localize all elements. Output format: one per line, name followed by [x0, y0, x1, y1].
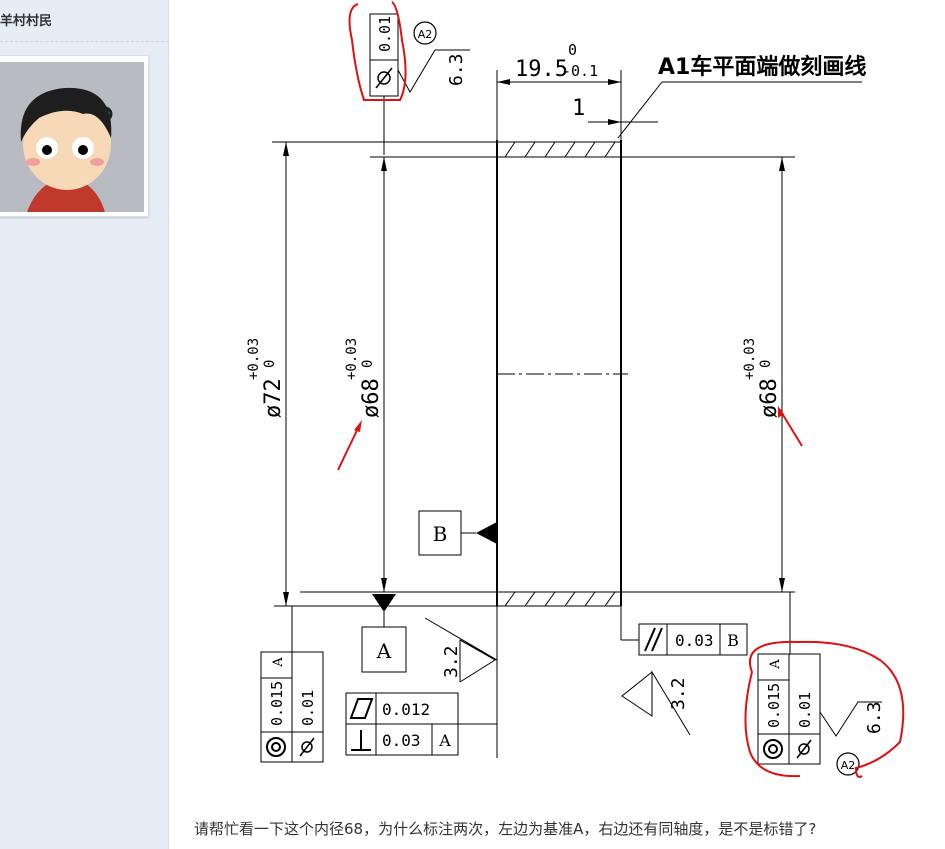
- dia-outer-tol-lower: 0: [262, 360, 278, 368]
- bl-conc-value: 0.015: [268, 681, 286, 726]
- circle-a2-top-label: A2: [418, 28, 433, 41]
- roughness-top: 6.3: [446, 53, 467, 86]
- bl-conc-datum: A: [271, 657, 286, 668]
- red-arrows: [337, 406, 803, 471]
- flatness-icon: [349, 698, 374, 719]
- datum-a-label: A: [376, 639, 392, 663]
- red-arrow-right: [779, 409, 803, 447]
- parallelism-icon: [644, 627, 663, 652]
- br-conc-datum: A: [768, 659, 783, 670]
- perp-datum: A: [438, 731, 451, 750]
- dia-inner-left-dimension: ø68 +0.03 0: [344, 157, 387, 592]
- width-nominal: 19.5: [515, 57, 568, 82]
- br-tolerance-frame: A 0.015 0.01 6.3 A2: [744, 592, 905, 778]
- width-tol-upper: 0: [568, 41, 577, 59]
- flatness-value: 0.012: [382, 700, 430, 719]
- br-conc-value: 0.015: [765, 683, 783, 728]
- avatar[interactable]: [0, 62, 144, 212]
- avatar-frame[interactable]: [0, 55, 149, 217]
- parallelism-frame: 0.03 B: [621, 623, 748, 656]
- parallel-datum: B: [727, 631, 739, 650]
- perp-value: 0.03: [382, 731, 421, 750]
- dia-outer-dimension: ø72 +0.03 0: [246, 142, 289, 606]
- width-dimension: 19.5 0 -0.1 1 A1车平面端做刻画线: [497, 41, 866, 139]
- red-annotation-br-left: [744, 671, 801, 778]
- sidebar-divider: [0, 41, 169, 42]
- circle-a2-br: [836, 752, 860, 776]
- roughness-br-symbol: [819, 701, 882, 737]
- cylindricity-icon: [796, 739, 812, 759]
- post-question: 请帮忙看一下这个内径68，为什么标注两次，左边为基准A，右边还有同轴度，是不是标…: [194, 820, 817, 838]
- dia-outer-tol-upper: +0.03: [246, 338, 262, 380]
- circle-a2-br-label: A2: [841, 759, 856, 772]
- dia-outer: ø72: [261, 378, 286, 418]
- dia-inner-right-tol-upper: +0.03: [742, 338, 758, 380]
- engineering-drawing: 19.5 0 -0.1 1 A1车平面端做刻画线 ø72 +0.03 0 ø68…: [246, 1, 905, 778]
- top-frame-value: 0.01: [376, 16, 394, 52]
- perpendicular-icon: [351, 730, 371, 751]
- dia-inner-right-dimension: ø68 +0.03 0: [742, 157, 785, 592]
- roughness-right: 3.2: [668, 677, 689, 710]
- part-section: [496, 140, 628, 607]
- red-annotation-top: [348, 1, 407, 101]
- bl-cyl-value: 0.01: [299, 690, 317, 726]
- top-callout: A1车平面端做刻画线: [658, 54, 866, 80]
- datum-a: A: [361, 594, 407, 673]
- dia-inner-left: ø68: [359, 378, 384, 418]
- dia-inner-right: ø68: [757, 378, 782, 418]
- concentricity-icon: [266, 737, 286, 757]
- roughness-left-symbol: 3.2: [424, 617, 498, 683]
- roughness-left: 3.2: [441, 645, 462, 678]
- user-sidebar: 羊村村民: [0, 0, 169, 849]
- dia-inner-right-tol-lower: 0: [758, 360, 774, 368]
- br-cyl-value: 0.01: [796, 692, 814, 728]
- roughness-top-symbol: [397, 49, 470, 94]
- red-annotation-br-loop: [749, 640, 905, 778]
- flatness-perp-frame: 0.012 0.03 A: [345, 692, 497, 756]
- offset-dim: 1: [572, 96, 585, 121]
- roughness-br: 6.3: [864, 701, 885, 734]
- username[interactable]: 羊村村民: [0, 14, 53, 29]
- datum-b-label: B: [433, 522, 448, 546]
- parallel-value: 0.03: [675, 631, 714, 650]
- top-cylindricity-frame: 0.01 A2 6.3: [348, 1, 470, 155]
- roughness-right-symbol: 3.2: [621, 670, 691, 736]
- dia-inner-left-tol-lower: 0: [360, 360, 376, 368]
- width-tol-lower: -0.1: [562, 62, 598, 80]
- circle-a2-top: [413, 21, 437, 45]
- dia-inner-left-tol-upper: +0.03: [344, 338, 360, 380]
- bl-tolerance-frame: A 0.015 0.01: [260, 606, 324, 763]
- red-arrow-left: [337, 423, 361, 471]
- cylindricity-icon: [299, 737, 315, 757]
- concentricity-icon: [763, 739, 783, 759]
- cylindricity-icon: [375, 67, 393, 89]
- datum-b: B: [418, 510, 497, 556]
